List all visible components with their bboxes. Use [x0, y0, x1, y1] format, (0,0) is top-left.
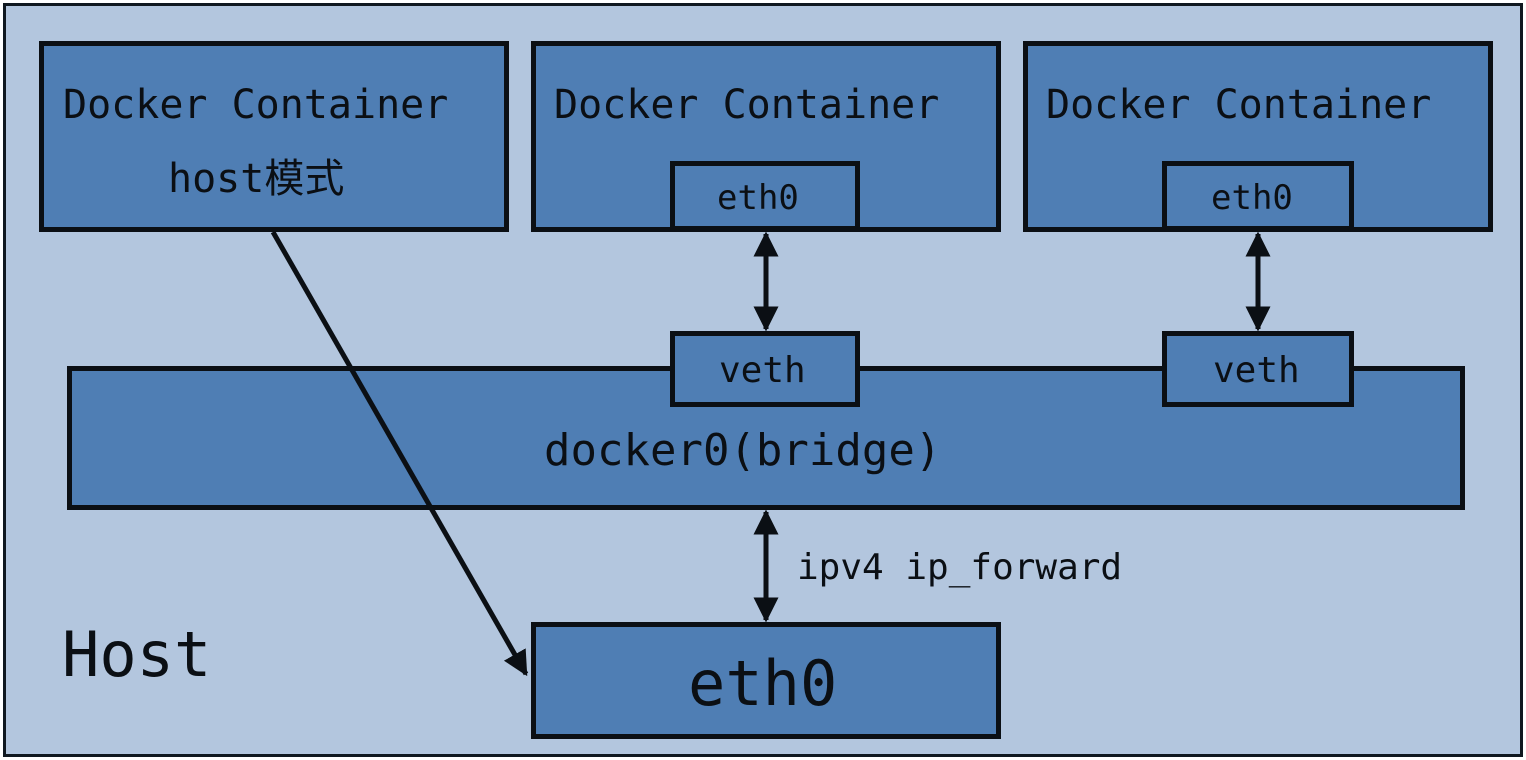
- veth-1-label: veth: [719, 350, 806, 391]
- container-host-mode-subtitle: host模式: [168, 156, 345, 202]
- container-bridge-1-eth0: eth0: [670, 161, 860, 231]
- container-bridge-1-eth0-label: eth0: [717, 178, 799, 218]
- ip-forward-label: ipv4 ip_forward: [797, 547, 1123, 588]
- veth-1-box: veth: [670, 331, 860, 407]
- container-bridge-2-eth0-label: eth0: [1211, 178, 1293, 218]
- container-host-mode-title: Docker Container: [63, 82, 449, 128]
- host-mode-direct-link: [270, 230, 529, 677]
- host-eth0-box: eth0: [531, 622, 1001, 739]
- container-host-mode: Docker Container host模式: [39, 41, 509, 232]
- docker0-bridge-label: docker0(bridge): [544, 425, 942, 476]
- container-bridge-2: Docker Container: [1023, 41, 1493, 232]
- container-bridge-1-title: Docker Container: [554, 82, 940, 128]
- container-bridge-2-title: Docker Container: [1046, 82, 1432, 128]
- host-eth0-label: eth0: [688, 647, 838, 720]
- container-bridge-2-eth0: eth0: [1162, 161, 1354, 231]
- veth-2-label: veth: [1213, 350, 1300, 391]
- veth-2-box: veth: [1162, 331, 1354, 407]
- host-label: Host: [62, 618, 212, 691]
